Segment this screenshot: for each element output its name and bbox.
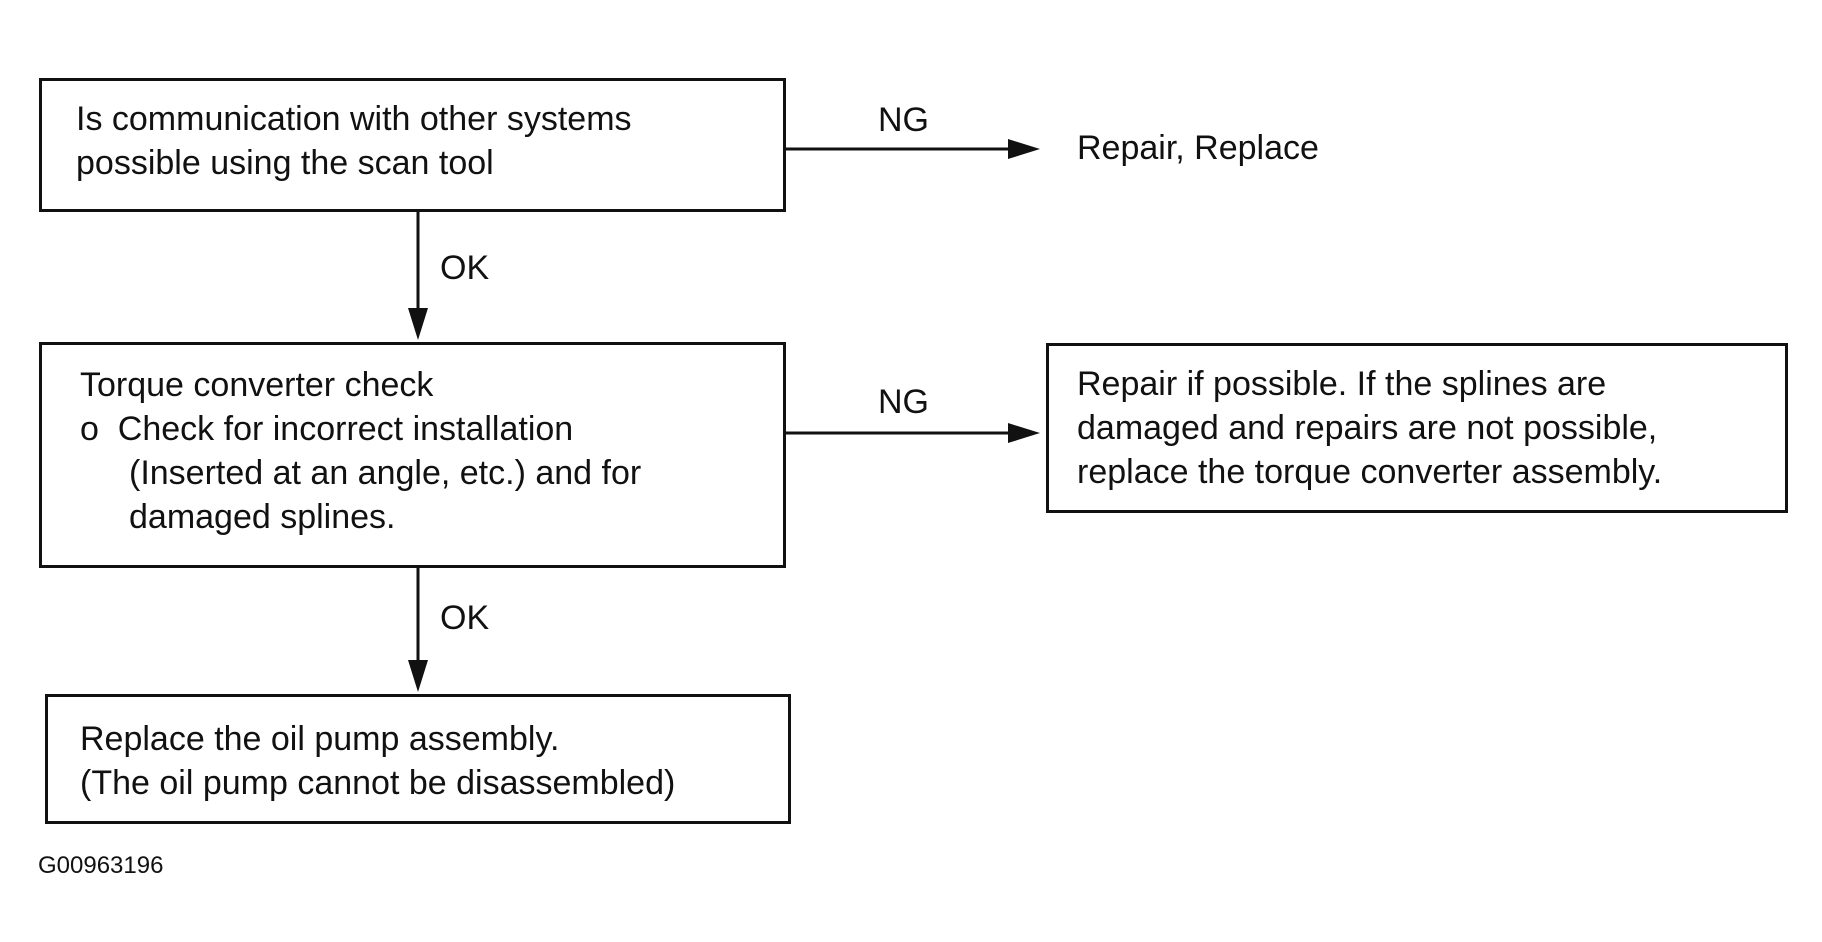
ok-arrow-1-head	[408, 308, 428, 340]
torque-check-item-1: o Check for incorrect installation	[80, 410, 574, 448]
ng-label-2: NG	[878, 383, 929, 421]
replace-oil-pump-box: Replace the oil pump assembly. (The oil …	[45, 694, 791, 824]
ng-arrow-2-head	[1008, 423, 1040, 443]
torque-converter-check-box: Torque converter check o Check for incor…	[39, 342, 786, 568]
replace-oil-pump-line-1: Replace the oil pump assembly.	[80, 720, 560, 758]
ok-label-2: OK	[440, 599, 490, 637]
repair-if-possible-box: Repair if possible. If the splines are d…	[1046, 343, 1788, 513]
torque-check-item-3: damaged splines.	[129, 498, 396, 536]
torque-check-item-2: (Inserted at an angle, etc.) and for	[129, 454, 642, 492]
figure-id: G00963196	[38, 852, 164, 879]
communication-check-box: Is communication with other systems poss…	[39, 78, 786, 212]
communication-check-line-1: Is communication with other systems	[76, 100, 632, 138]
ng-label-1: NG	[878, 101, 929, 139]
ng-arrow-1-head	[1008, 139, 1040, 159]
repair-replace-text: Repair, Replace	[1077, 129, 1319, 167]
communication-check-line-2: possible using the scan tool	[76, 144, 494, 182]
repair-if-possible-line-2: damaged and repairs are not possible,	[1077, 409, 1658, 447]
repair-if-possible-line-1: Repair if possible. If the splines are	[1077, 365, 1607, 403]
ok-arrow-2-head	[408, 660, 428, 692]
repair-if-possible-line-3: replace the torque converter assembly.	[1077, 453, 1663, 491]
ok-label-1: OK	[440, 249, 490, 287]
replace-oil-pump-line-2: (The oil pump cannot be disassembled)	[80, 764, 676, 802]
torque-check-title: Torque converter check	[80, 366, 434, 404]
